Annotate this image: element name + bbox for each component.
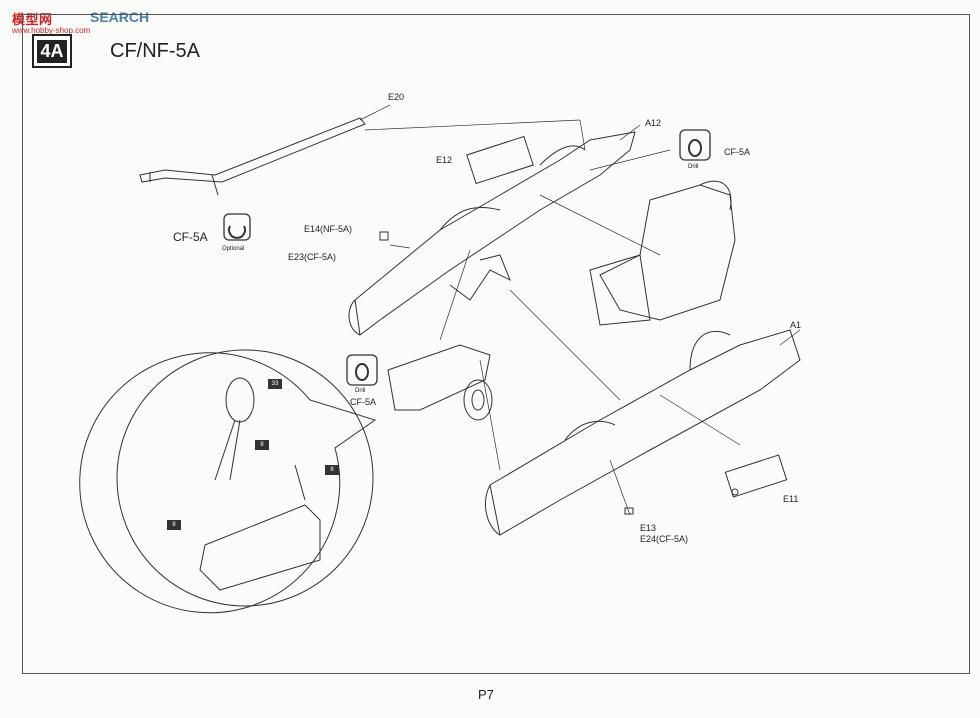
label-a12: A12 (645, 118, 662, 128)
label-cf5a-drill-top: CF-5A (724, 147, 751, 157)
step-number-box: 4A (32, 34, 72, 68)
variant-title: CF/NF-5A (110, 40, 200, 62)
drill-icon-mid (346, 354, 378, 386)
part-e12-panel (466, 135, 534, 185)
ref-8c: 8 (167, 520, 181, 530)
label-e12: E12 (436, 155, 453, 165)
label-e24: E24(CF-5A) (640, 534, 689, 544)
part-e20-rod (139, 117, 366, 196)
detail-bubble (79, 349, 377, 614)
part-a1-fuselage (485, 329, 801, 536)
page-frame (22, 14, 970, 674)
label-e20: E20 (388, 92, 405, 102)
watermark-url: www.hobby-shop.com (12, 26, 91, 35)
part-e14 (379, 231, 389, 241)
label-e23: E23(CF-5A) (288, 252, 337, 262)
label-e14: E14(NF-5A) (304, 224, 353, 234)
drill-icon-top (679, 129, 711, 161)
label-cf5a-drill-mid: CF-5A (350, 397, 377, 407)
label-optional: Optional (222, 246, 245, 252)
label-drill-top: Drill (688, 164, 699, 170)
label-drill-mid: Drill (355, 388, 366, 394)
label-e13: E13 (640, 523, 657, 533)
part-a12-fuselage (348, 131, 636, 336)
part-e13 (624, 507, 634, 515)
step-number: 4A (37, 39, 67, 63)
leader-lines (359, 104, 801, 516)
part-e11-plate (724, 454, 788, 498)
label-e11: E11 (783, 494, 799, 504)
ejection-seat (589, 180, 736, 326)
label-a1: A1 (790, 320, 802, 330)
nose-gear-bay (387, 344, 493, 421)
optional-icon (223, 213, 251, 241)
page-number: P7 (478, 687, 494, 702)
watermark-search: SEARCH (90, 9, 150, 25)
label-cf5a-optional: CF-5A (173, 230, 208, 244)
ref-33: 33 (268, 379, 282, 389)
ref-8b: 8 (325, 465, 339, 475)
ref-8a: 8 (255, 440, 269, 450)
